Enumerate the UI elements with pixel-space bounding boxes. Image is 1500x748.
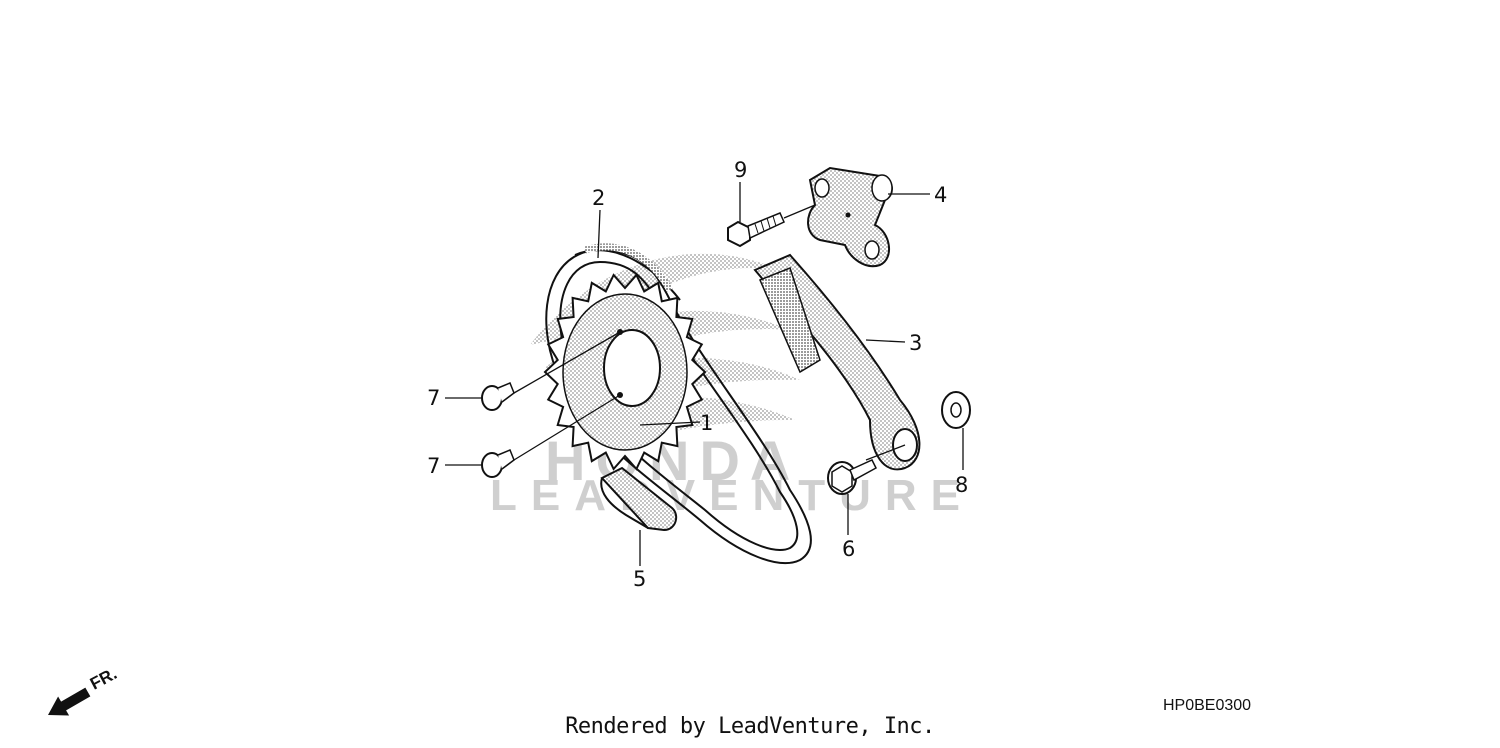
callout-5: 5 xyxy=(633,567,646,591)
callout-7-upper: 7 xyxy=(427,386,440,410)
front-direction-arrow-icon xyxy=(48,687,91,716)
watermark-dealer-text: LEADVENTURE xyxy=(490,471,974,520)
callout-7-lower: 7 xyxy=(427,454,440,478)
sprocket-bore xyxy=(603,329,661,407)
washer-8 xyxy=(941,391,971,429)
callout-6: 6 xyxy=(842,537,855,561)
callout-3: 3 xyxy=(909,331,922,355)
callout-4: 4 xyxy=(934,183,947,207)
callout-8: 8 xyxy=(955,473,968,497)
diagram-code: HP0BE0300 xyxy=(1163,697,1252,714)
sprocket-bolt-upper xyxy=(481,382,515,411)
tensioner-arm xyxy=(753,253,921,471)
callout-1: 1 xyxy=(700,411,713,435)
bolt-6 xyxy=(827,459,877,495)
callout-2: 2 xyxy=(592,186,605,210)
callout-9: 9 xyxy=(734,158,747,182)
tensioner-lifter xyxy=(807,166,893,268)
cam-sprocket xyxy=(543,273,707,471)
chain-guide xyxy=(600,466,678,532)
leader-lines xyxy=(445,182,964,566)
render-credit: Rendered by LeadVenture, Inc. xyxy=(565,714,935,739)
bolt-9 xyxy=(727,212,785,248)
front-direction-label: FR. xyxy=(87,664,120,694)
